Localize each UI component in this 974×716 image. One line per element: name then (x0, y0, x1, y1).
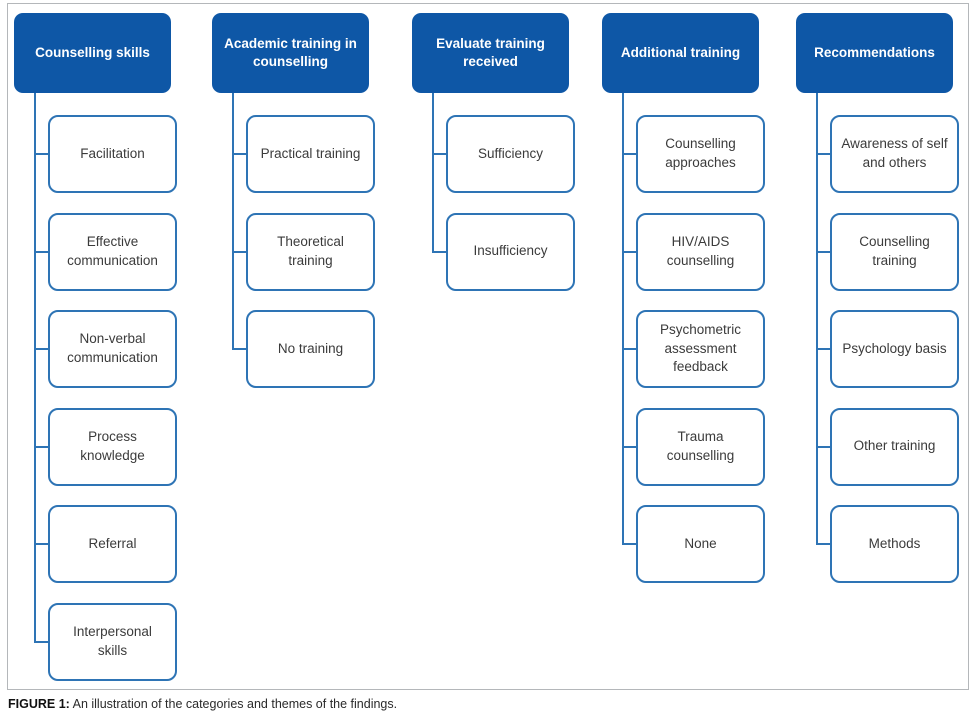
theme-list: Sufficiency Insufficiency (432, 115, 576, 291)
theme-label: None (684, 535, 717, 551)
connector-line (622, 93, 624, 544)
category-title: Recommendations (814, 44, 935, 60)
category-column-evaluate-training: Evaluate training received Sufficiency I… (412, 13, 576, 291)
connector-line (34, 93, 36, 642)
theme-box: HIV/AIDS counselling (622, 212, 765, 291)
theme-box: Counselling approaches (622, 115, 765, 193)
theme-box: Process knowledge (34, 407, 177, 486)
theme-box: Trauma counselling (622, 407, 765, 486)
theme-box: Awareness of self and others (816, 115, 959, 193)
category-header: Evaluate training received (412, 13, 569, 93)
theme-list: Practical training Theoretical training … (232, 115, 376, 388)
theme-box: Psychometric assessment feedback (622, 310, 765, 388)
category-column-recommendations: Recommendations Awareness of self and ot… (796, 13, 960, 583)
theme-label: Process knowledge (80, 428, 145, 463)
theme-label: Theoretical training (277, 233, 344, 268)
theme-label: Sufficiency (477, 145, 544, 161)
theme-box: Psychology basis (816, 310, 959, 388)
figure-caption: FIGURE 1: An illustration of the categor… (8, 697, 397, 711)
theme-box: Other training (816, 407, 959, 486)
theme-label: HIV/AIDS counselling (666, 233, 735, 268)
connector-line (816, 93, 818, 544)
theme-box: Interpersonal skills (34, 602, 177, 681)
category-header: Additional training (602, 13, 759, 93)
theme-label: Insufficiency (473, 243, 548, 259)
theme-label: Counselling approaches (665, 136, 736, 170)
category-header: Recommendations (796, 13, 953, 93)
category-title: Academic training in counselling (224, 35, 357, 69)
theme-box: Methods (816, 505, 959, 583)
connector-line (232, 93, 234, 349)
category-title: Additional training (620, 44, 741, 60)
theme-label: Counselling training (859, 233, 930, 268)
category-column-additional-training: Additional training Counselling approach… (602, 13, 766, 583)
category-column-counselling-skills: Counselling skills Facilitation Effectiv… (14, 13, 178, 681)
theme-box: None (622, 505, 765, 583)
theme-label: Facilitation (80, 145, 145, 161)
theme-box: Sufficiency (432, 115, 575, 193)
category-title: Counselling skills (35, 44, 150, 60)
theme-box: Referral (34, 505, 177, 583)
theme-box: Practical training (232, 115, 375, 193)
category-header: Academic training in counselling (212, 13, 369, 93)
theme-box: No training (232, 310, 375, 388)
category-header: Counselling skills (14, 13, 171, 93)
theme-label: Practical training (260, 145, 361, 161)
figure-caption-label: FIGURE 1: (8, 697, 70, 711)
category-title: Evaluate training received (436, 35, 545, 69)
connector-line (432, 93, 434, 252)
theme-box: Non-verbal communication (34, 310, 177, 388)
theme-box: Effective communication (34, 212, 177, 291)
theme-label: Interpersonal skills (73, 623, 152, 658)
theme-list: Awareness of self and others Counselling… (816, 115, 960, 583)
theme-box: Counselling training (816, 212, 959, 291)
theme-label: Awareness of self and others (841, 136, 948, 170)
theme-label: Psychometric assessment feedback (659, 321, 742, 375)
theme-label: Referral (88, 535, 137, 551)
figure-caption-text: An illustration of the categories and th… (72, 697, 398, 711)
theme-label: No training (277, 340, 344, 356)
theme-box: Insufficiency (432, 212, 575, 291)
theme-label: Trauma counselling (666, 428, 735, 463)
theme-label: Non-verbal communication (67, 331, 158, 365)
theme-label: Methods (868, 535, 921, 551)
theme-box: Theoretical training (232, 212, 375, 291)
theme-list: Facilitation Effective communication Non… (34, 115, 178, 681)
theme-label: Other training (853, 438, 936, 454)
theme-label: Effective communication (67, 233, 158, 268)
theme-box: Facilitation (34, 115, 177, 193)
theme-list: Counselling approaches HIV/AIDS counsell… (622, 115, 766, 583)
theme-label: Psychology basis (842, 340, 947, 356)
category-column-academic-training: Academic training in counselling Practic… (212, 13, 376, 388)
